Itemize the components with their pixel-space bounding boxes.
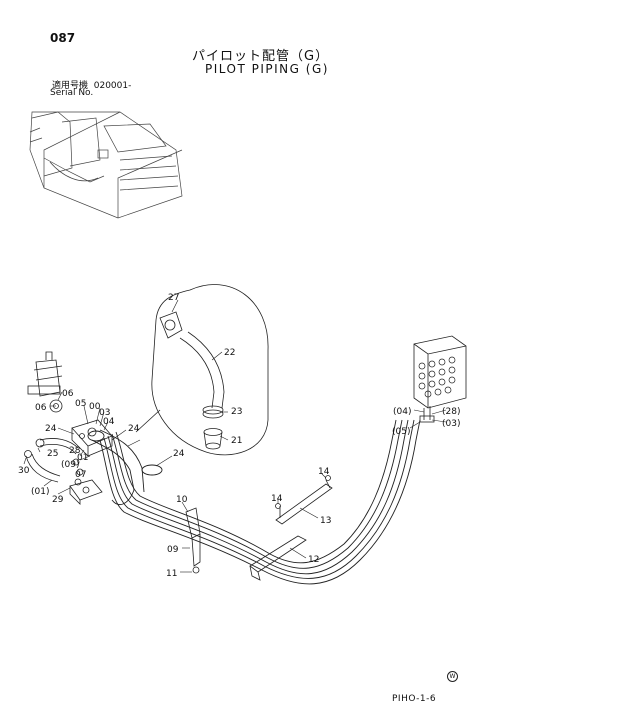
bracket-13-12 (249, 475, 333, 581)
callout-00: 00 (89, 402, 101, 412)
callout-29: 29 (52, 495, 64, 505)
callout-05: 05 (75, 399, 86, 409)
title-english: PILOT PIPING (G) (205, 62, 329, 76)
revision-mark: W (447, 671, 458, 682)
bracket-10-09 (185, 507, 201, 574)
detail-bubble (135, 284, 269, 456)
callout-27: 27 (168, 293, 179, 303)
callout-30: 30 (18, 466, 30, 476)
callout-01-paren: (01) (31, 487, 49, 497)
callout-09-paren: (09) (61, 460, 79, 470)
callout-28-paren: (28) (442, 407, 460, 417)
callout-14a: 14 (318, 467, 330, 477)
callout-04-paren: (04) (393, 407, 411, 417)
page-number: 087 (50, 31, 76, 45)
callout-22: 22 (224, 348, 235, 358)
callout-12: 12 (308, 555, 319, 565)
callout-28: 28 (69, 446, 81, 456)
callout-06b: 06 (35, 403, 47, 413)
callout-06a: 06 (62, 389, 74, 399)
callout-05-paren: (05) (392, 427, 410, 437)
pilot-valve-assembly (24, 351, 113, 505)
title-japanese: パイロット配管（G） (192, 49, 330, 64)
callout-24c: 24 (173, 449, 185, 459)
serial-value: 020001- (93, 81, 132, 91)
callout-11: 11 (166, 569, 177, 579)
callout-24a: 24 (45, 424, 57, 434)
callout-24b: 24 (128, 424, 140, 434)
figure-code: PIHO-1-6 (392, 694, 437, 704)
serial-line: 適用号機 020001- (52, 78, 131, 91)
callout-04: 04 (103, 417, 115, 427)
callout-01: 01 (77, 453, 88, 463)
callout-10: 10 (176, 495, 188, 505)
callout-21: 21 (231, 436, 242, 446)
callout-14b: 14 (271, 494, 283, 504)
machine-overview-sketch (29, 111, 183, 219)
hose-bundle (87, 419, 421, 585)
callout-03-paren: (03) (442, 419, 460, 429)
callout-25: 25 (47, 449, 58, 459)
callout-23: 23 (231, 407, 242, 417)
serial-label-en: Serial No. (50, 88, 94, 98)
leader-lines (23, 299, 447, 573)
serial-label-jp: 適用号機 (52, 81, 89, 91)
control-valve (413, 335, 467, 423)
callout-03: 03 (99, 408, 110, 418)
callout-13: 13 (320, 516, 331, 526)
callout-07: 07 (75, 470, 86, 480)
callout-09: 09 (167, 545, 179, 555)
